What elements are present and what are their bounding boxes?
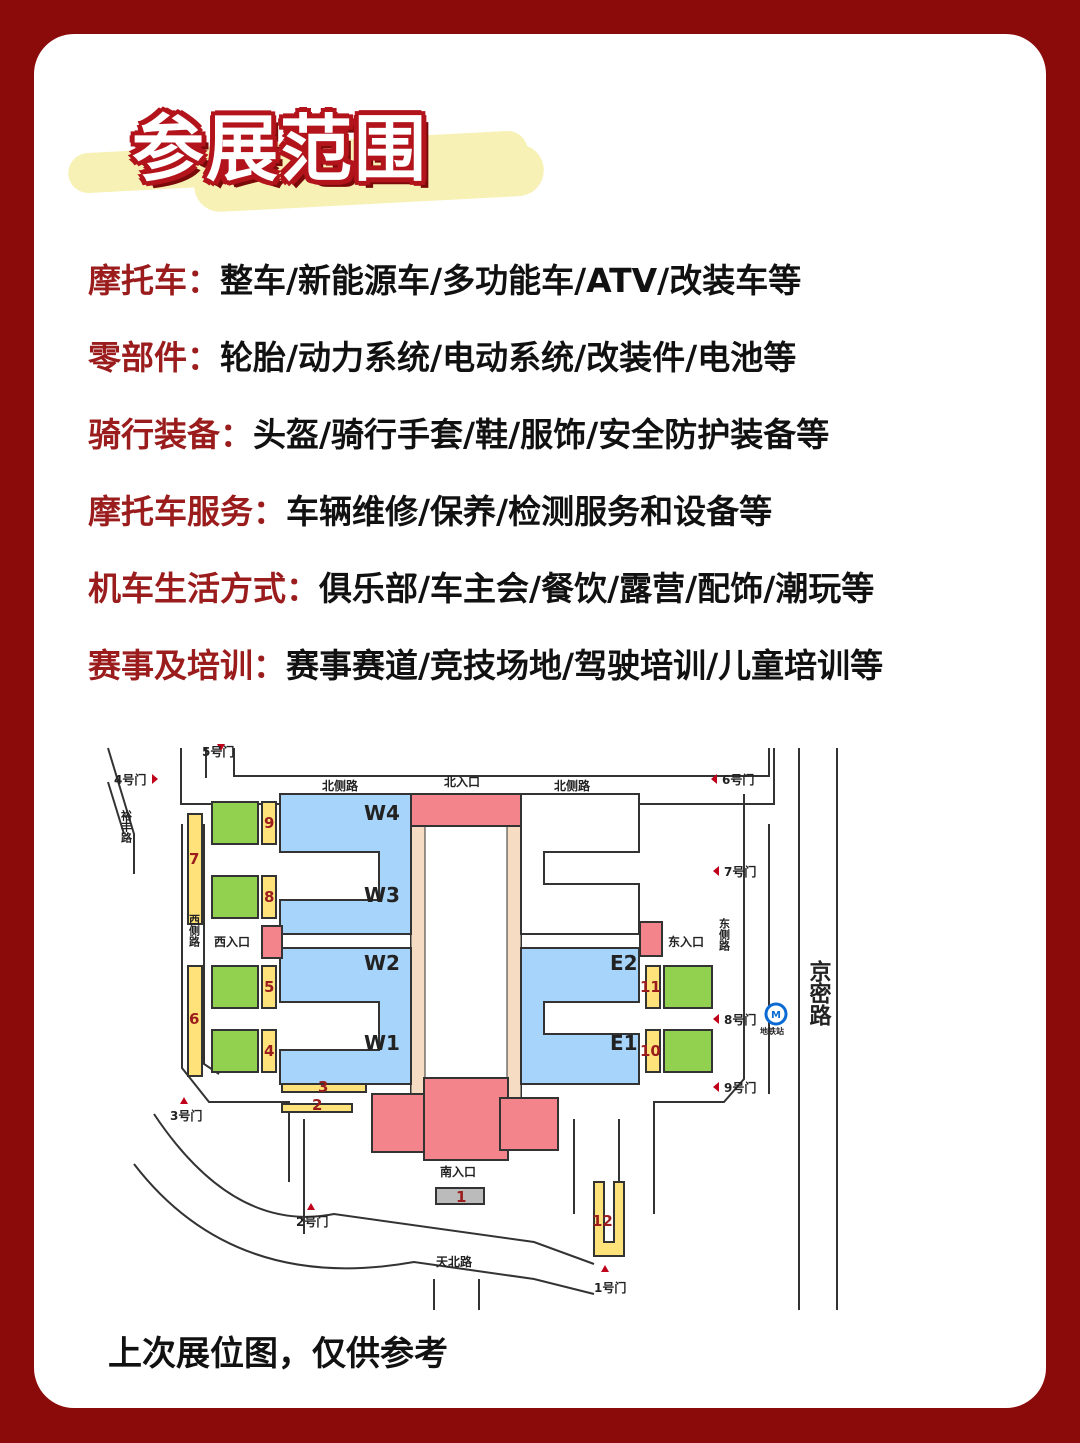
west-halls bbox=[279, 793, 412, 1085]
gate-label: 4号门 bbox=[114, 772, 146, 787]
road-labels: 北侧路 北侧路 西侧路 东侧路 裕丰路 天北路 京密路 bbox=[120, 778, 832, 1269]
category-lifestyle: 机车生活方式：俱乐部/车主会/餐饮/露营/配饰/潮玩等 bbox=[88, 564, 1038, 641]
zone-label: 2 bbox=[312, 1096, 322, 1114]
zone-labels: 1 2 3 4 5 6 7 8 9 10 11 12 bbox=[189, 814, 661, 1230]
venue-map: M W4 W3 W2 W1 E2 E1 1号门 2号门 3号门 4号门 5号门 … bbox=[107, 744, 838, 1310]
category-items: 头盔/骑行手套/鞋/服饰/安全防护装备等 bbox=[253, 415, 830, 454]
road-label: 北侧路 bbox=[554, 778, 591, 793]
yellow-zones bbox=[187, 801, 661, 1257]
category-label: 赛事及培训： bbox=[88, 646, 286, 685]
page-title: 参展范围 bbox=[132, 107, 429, 191]
zone-label: 6 bbox=[189, 1010, 199, 1028]
entrance-blocks bbox=[261, 793, 663, 1161]
zone-label: 1 bbox=[456, 1188, 466, 1206]
gate-label: 3号门 bbox=[170, 1108, 202, 1123]
gate-label: 2号门 bbox=[296, 1214, 328, 1229]
category-label: 摩托车： bbox=[88, 261, 220, 300]
zone-label: 10 bbox=[640, 1042, 661, 1060]
green-zones bbox=[211, 801, 713, 1073]
metro-label: 地铁站 bbox=[760, 1026, 784, 1036]
entrance-label: 南入口 bbox=[440, 1164, 476, 1179]
road-label: 东侧路 bbox=[718, 917, 731, 952]
hall-label: E2 bbox=[610, 951, 638, 975]
gate-label: 1号门 bbox=[594, 1280, 626, 1295]
entrance-labels: 北入口 南入口 西入口 东入口 bbox=[214, 774, 704, 1179]
zone-label: 12 bbox=[592, 1212, 613, 1230]
hall-label: E1 bbox=[610, 1031, 638, 1055]
gate-label: 7号门 bbox=[724, 864, 756, 879]
hall-labels: W4 W3 W2 W1 E2 E1 bbox=[364, 801, 638, 1055]
metro-glyph: M bbox=[771, 1010, 781, 1021]
hall-label: W3 bbox=[364, 883, 400, 907]
entrance-label: 西入口 bbox=[214, 935, 250, 949]
category-items: 整车/新能源车/多功能车/ATV/改装车等 bbox=[220, 261, 802, 300]
map-caption: 上次展位图，仅供参考 bbox=[108, 1334, 448, 1374]
zone-label: 4 bbox=[264, 1042, 274, 1060]
gate-label: 5号门 bbox=[202, 744, 234, 759]
road-lines bbox=[107, 747, 838, 1310]
zone-1-box bbox=[435, 1187, 485, 1205]
zone-label: 3 bbox=[318, 1078, 328, 1096]
gate-label: 6号门 bbox=[722, 772, 754, 787]
road-label: 西侧路 bbox=[188, 914, 201, 948]
zone-label: 5 bbox=[264, 978, 274, 996]
category-items: 赛事赛道/竞技场地/驾驶培训/儿童培训等 bbox=[286, 646, 884, 685]
category-label: 零部件： bbox=[88, 338, 220, 377]
category-service: 摩托车服务：车辆维修/保养/检测服务和设备等 bbox=[88, 487, 1038, 564]
gate-label: 8号门 bbox=[724, 1012, 756, 1027]
gate-label: 9号门 bbox=[724, 1080, 756, 1095]
east-halls-south bbox=[520, 947, 640, 1085]
category-list: 摩托车：整车/新能源车/多功能车/ATV/改装车等 零部件：轮胎/动力系统/电动… bbox=[88, 256, 1038, 718]
category-label: 摩托车服务： bbox=[88, 492, 286, 531]
road-label: 天北路 bbox=[436, 1254, 473, 1269]
category-gear: 骑行装备：头盔/骑行手套/鞋/服饰/安全防护装备等 bbox=[88, 410, 1038, 487]
entrance-label: 北入口 bbox=[444, 774, 480, 789]
road-label: 京密路 bbox=[806, 959, 832, 1026]
category-label: 机车生活方式： bbox=[88, 569, 319, 608]
east-halls-north bbox=[520, 793, 640, 935]
metro-icon bbox=[764, 1002, 788, 1026]
hall-label: W4 bbox=[364, 801, 400, 825]
zone-label: 7 bbox=[189, 850, 199, 868]
hall-label: W2 bbox=[364, 951, 400, 975]
road-label: 裕丰路 bbox=[120, 809, 134, 844]
content-card: 参展范围 摩托车：整车/新能源车/多功能车/ATV/改装车等 零部件：轮胎/动力… bbox=[34, 34, 1046, 1408]
zone-label: 8 bbox=[264, 888, 274, 906]
entrance-label: 东入口 bbox=[668, 934, 704, 949]
zone-label: 11 bbox=[640, 978, 661, 996]
category-items: 俱乐部/车主会/餐饮/露营/配饰/潮玩等 bbox=[319, 569, 875, 608]
category-label: 骑行装备： bbox=[88, 415, 253, 454]
road-label: 北侧路 bbox=[322, 778, 359, 793]
gate-labels: 1号门 2号门 3号门 4号门 5号门 6号门 7号门 8号门 9号门 bbox=[114, 744, 756, 1295]
zone-label: 9 bbox=[264, 814, 274, 832]
category-items: 车辆维修/保养/检测服务和设备等 bbox=[286, 492, 773, 531]
hall-label: W1 bbox=[364, 1031, 400, 1055]
concourse-left-strip bbox=[410, 823, 426, 1125]
gate-markers bbox=[152, 744, 719, 1272]
category-racing: 赛事及培训：赛事赛道/竞技场地/驾驶培训/儿童培训等 bbox=[88, 641, 1038, 718]
category-motorcycle: 摩托车：整车/新能源车/多功能车/ATV/改装车等 bbox=[88, 256, 1038, 333]
category-items: 轮胎/动力系统/电动系统/改装件/电池等 bbox=[220, 338, 797, 377]
concourse-right-strip bbox=[506, 823, 522, 1125]
category-parts: 零部件：轮胎/动力系统/电动系统/改装件/电池等 bbox=[88, 333, 1038, 410]
